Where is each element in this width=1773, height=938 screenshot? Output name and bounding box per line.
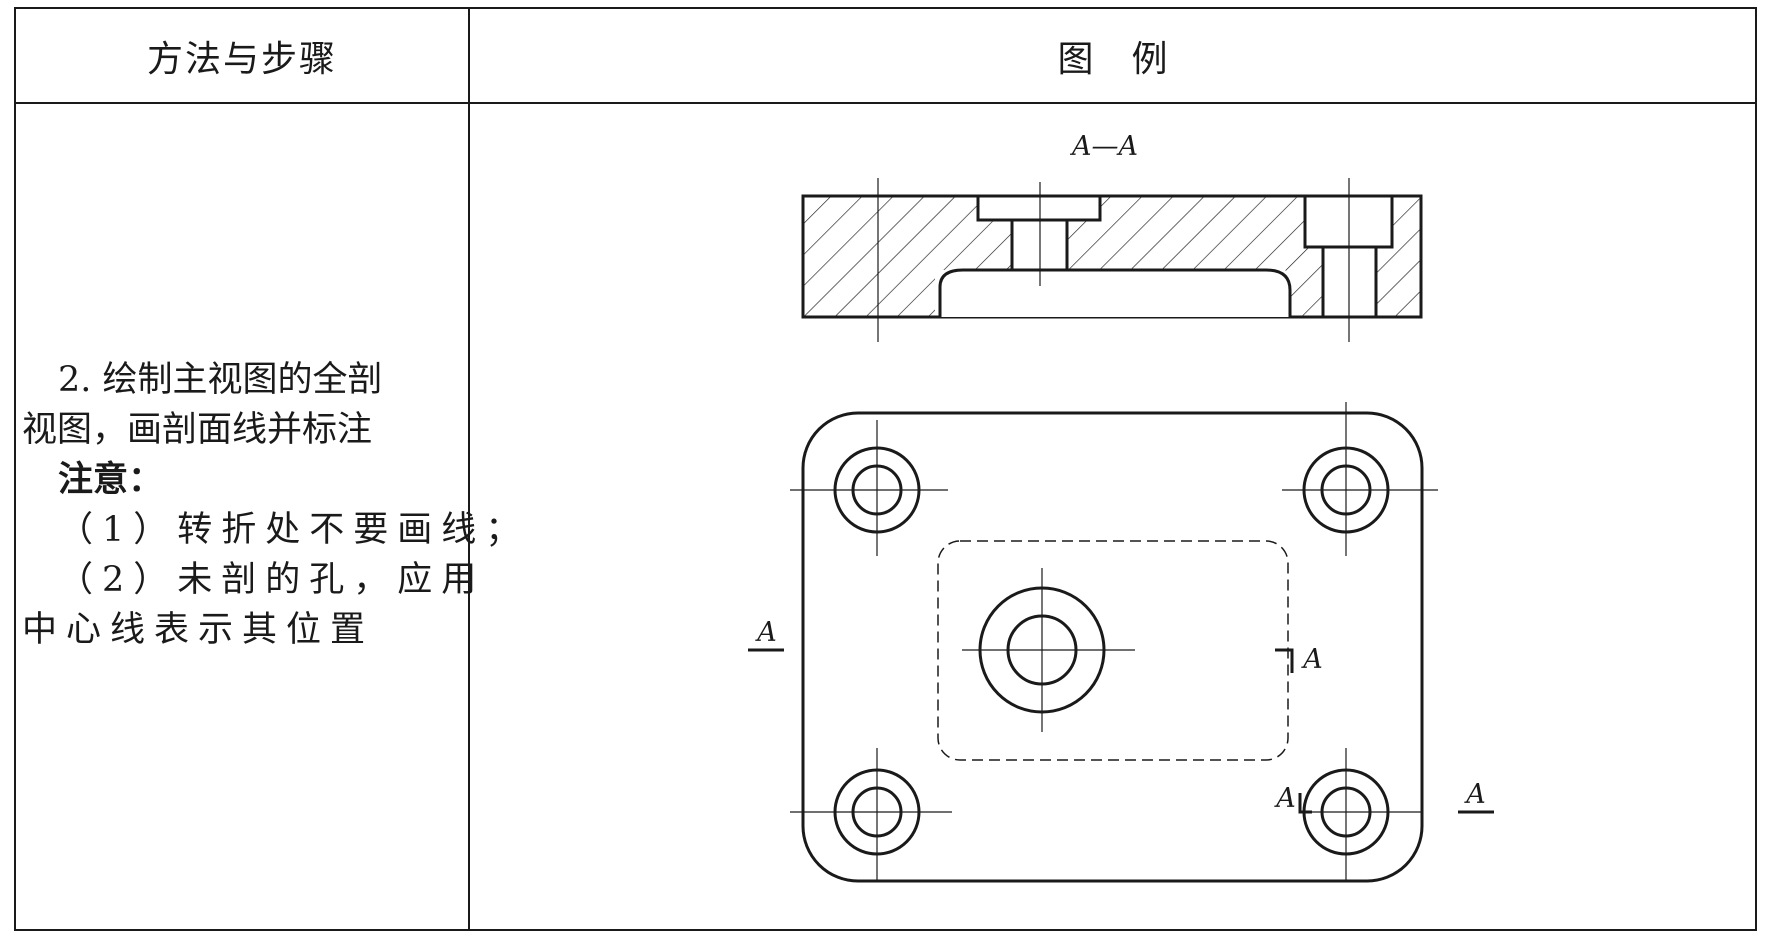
corner-hole-top-left — [790, 420, 948, 556]
section-center-hole — [976, 196, 1102, 270]
section-view — [801, 178, 1423, 342]
center-hole — [962, 568, 1135, 732]
svg-text:A: A — [1463, 779, 1486, 810]
corner-hole-bottom-left — [790, 748, 952, 880]
cut-mark-right: A — [1458, 779, 1494, 814]
cut-mark-bend-top: A — [1275, 644, 1323, 675]
header-divider — [16, 102, 1755, 104]
section-outline — [801, 194, 1423, 319]
section-cavity — [938, 268, 1292, 317]
step-line-2: 视图，画剖面线并标注 — [22, 410, 373, 450]
note-item-3: 中心线表示其位置 — [22, 610, 375, 650]
header-figure: 图例 — [1057, 38, 1206, 80]
note-label: 注意： — [58, 459, 164, 500]
section-centerlines — [877, 178, 1350, 342]
cut-mark-bend-bottom: A — [1273, 783, 1312, 814]
svg-text:A: A — [1300, 644, 1323, 675]
step-description: 2. 绘制主视图的全剖 视图，画剖面线并标注 注意： （1）转折处不要画线； （… — [22, 355, 530, 655]
note-item-2: （2）未剖的孔，应用 — [58, 560, 486, 600]
corner-hole-top-right — [1282, 402, 1438, 556]
section-hatch-fill — [803, 196, 1421, 317]
corner-hole-bottom-right — [1302, 748, 1422, 880]
svg-text:A: A — [754, 617, 777, 648]
note-item-1: （1）转折处不要画线； — [58, 510, 530, 550]
top-view: A A A A — [748, 402, 1494, 883]
header-methods: 方法与步骤 — [146, 38, 337, 80]
section-title: A—A — [1069, 131, 1138, 162]
plate-outline — [801, 411, 1424, 883]
svg-text:A: A — [1273, 783, 1296, 814]
column-divider — [468, 9, 470, 929]
method-table: 方法与步骤 图例 — [14, 7, 1757, 931]
step-line-1: 2. 绘制主视图的全剖 — [58, 360, 383, 400]
cut-mark-left: A — [748, 617, 784, 652]
